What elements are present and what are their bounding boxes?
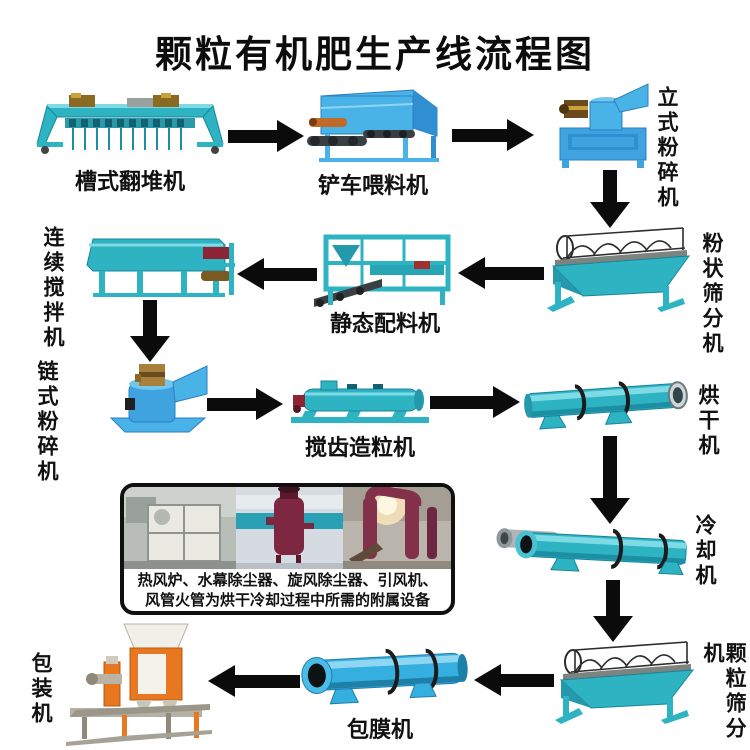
flow-arrow-down-3: [588, 436, 632, 524]
flow-arrow-left-2: [237, 258, 317, 290]
flow-arrow-down-2: [129, 300, 171, 362]
dryer-label: 烘干机: [696, 384, 721, 459]
tooth-granulator-label: 搅齿造粒机: [304, 435, 415, 460]
auxiliary-note-line1: 热风炉、水幕除尘器、旋风除尘器、引风机、: [137, 573, 438, 589]
induced-draft-fan-piping-photo: [343, 487, 451, 569]
compost-turner-image: [35, 92, 225, 169]
loader-feeder-image: [303, 88, 445, 171]
tooth-granulator-image: [287, 380, 433, 434]
auxiliary-note: 热风炉、水幕除尘器、旋风除尘器、引风机、 风管火管为烘干冷却过程中所需的附属设备: [124, 569, 451, 611]
flow-arrow-down-4: [592, 580, 634, 642]
compost-turner-label: 槽式翻堆机: [74, 169, 185, 194]
chain-crusher-label: 链式粉碎机: [35, 360, 60, 485]
powder-screener-image: [545, 226, 701, 317]
cooler-image: [496, 518, 692, 589]
page-title: 颗粒有机肥生产线流程图: [155, 35, 595, 76]
flow-arrow-right-1: [228, 120, 304, 152]
static-batcher-image: [312, 233, 460, 314]
auxiliary-note-line2: 风管火管为烘干冷却过程中所需的附属设备: [144, 593, 430, 609]
loader-feeder-label: 铲车喂料机: [317, 173, 428, 198]
static-batcher-label: 静态配料机: [329, 311, 440, 336]
flow-arrow-right-3: [207, 388, 283, 420]
granule-screener-image: [553, 640, 705, 729]
hot-air-furnace-photo: [124, 487, 236, 569]
coating-machine-label: 包膜机: [346, 717, 413, 742]
auxiliary-photos: [124, 487, 451, 569]
vertical-crusher-label: 立式粉碎机: [655, 86, 680, 211]
flow-arrow-left-3: [474, 664, 554, 696]
packing-machine-image: [62, 618, 218, 750]
granule-screener-label: 颗粒筛分机: [701, 642, 748, 742]
powder-screener-label: 粉状筛分机: [700, 232, 725, 357]
dryer-image: [524, 372, 696, 439]
flow-arrow-left-1: [458, 257, 544, 289]
chain-crusher-image: [105, 360, 211, 441]
flow-arrow-right-4: [430, 385, 520, 419]
continuous-mixer-image: [85, 231, 243, 310]
packing-machine-label: 包装机: [29, 652, 54, 727]
continuous-mixer-label: 连续搅拌机: [41, 226, 66, 351]
flow-arrow-down-1: [589, 170, 631, 228]
cyclone-dust-collector-photo: [236, 487, 343, 569]
flow-arrow-right-2: [452, 119, 534, 151]
vertical-crusher-image: [552, 82, 654, 175]
cooler-label: 冷却机: [693, 514, 718, 589]
coating-machine-image: [295, 645, 471, 714]
auxiliary-equipment-panel: 热风炉、水幕除尘器、旋风除尘器、引风机、 风管火管为烘干冷却过程中所需的附属设备: [120, 483, 455, 615]
flow-arrow-left-4: [208, 664, 300, 698]
